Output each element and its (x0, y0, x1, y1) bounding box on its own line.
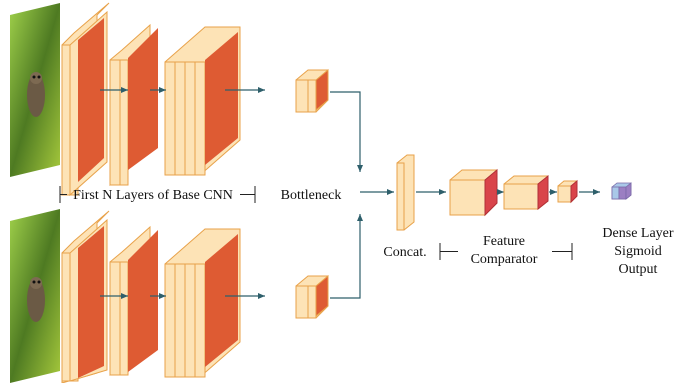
base-cnn-label: First N Layers of Base CNN (73, 188, 233, 203)
feature-comparator-block-1 (449, 168, 498, 217)
feature-comparator-block-3 (557, 179, 578, 204)
dense-label-line3: Output (619, 262, 658, 277)
merge-connectors (330, 91, 394, 299)
bottom-input-image (10, 209, 60, 383)
dense-label-line1: Dense Layer (602, 226, 673, 241)
dense-layer-block (611, 182, 632, 200)
feature-label-line2: Comparator (471, 252, 538, 267)
bottom-cnn-stack (61, 210, 241, 383)
feature-comparator-block-2 (503, 174, 549, 211)
feature-bracket (439, 243, 573, 260)
concat-block (396, 154, 415, 231)
top-input-image (10, 3, 60, 177)
feature-label-line1: Feature (483, 234, 525, 249)
bottleneck-label: Bottleneck (281, 188, 342, 203)
top-cnn-stack (61, 2, 241, 197)
base-cnn-bracket (59, 186, 256, 203)
top-bottleneck-block (295, 68, 329, 113)
dense-label-line2: Sigmoid (614, 244, 661, 259)
concat-label: Concat. (383, 245, 426, 260)
bottom-bottleneck-block (295, 274, 329, 319)
